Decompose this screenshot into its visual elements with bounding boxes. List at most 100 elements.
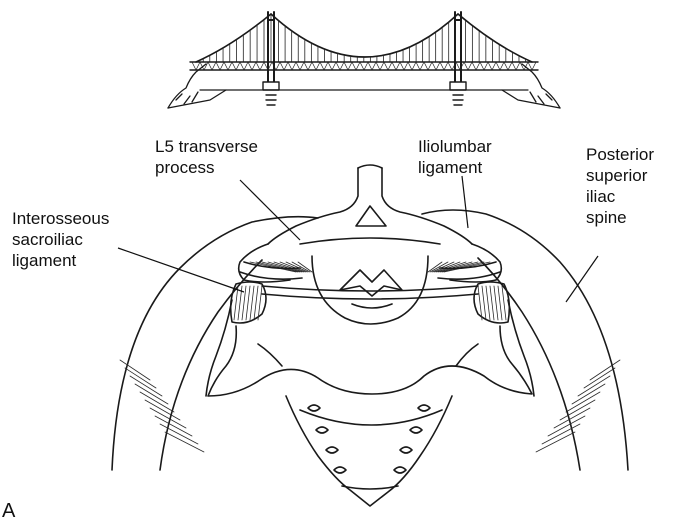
ink-stroke: [520, 62, 524, 70]
ink-stroke: [312, 62, 316, 70]
ink-stroke: [228, 62, 232, 70]
ink-stroke: [380, 62, 384, 70]
label-l5-transverse-process: L5 transverse process: [155, 136, 258, 178]
ink-stroke: [155, 416, 192, 436]
ink-stroke: [566, 392, 600, 412]
ink-stroke: [254, 286, 258, 320]
ink-stroke: [384, 62, 388, 70]
label-interosseous-sacroiliac-ligament: Interosseous sacroiliac ligament: [12, 208, 109, 271]
ink-stroke: [388, 62, 392, 70]
ink-stroke: [396, 62, 400, 70]
ink-stroke: [428, 62, 432, 70]
ink-stroke: [436, 62, 440, 70]
ink-stroke: [480, 62, 484, 70]
ink-stroke: [250, 286, 254, 320]
ink-stroke: [482, 286, 486, 320]
ink-stroke: [216, 62, 220, 70]
ink-stroke: [220, 62, 224, 70]
left-ilium-outline: [112, 217, 318, 470]
ink-stroke: [502, 286, 506, 320]
bridge-pier-right: [450, 82, 466, 105]
ink-stroke: [348, 62, 352, 70]
l5-vertebra: [268, 165, 472, 324]
ink-stroke: [260, 62, 264, 70]
ink-stroke: [130, 376, 162, 396]
ink-stroke: [296, 62, 300, 70]
ink-stroke: [324, 62, 328, 70]
ink-stroke: [572, 384, 605, 404]
ink-stroke: [420, 62, 424, 70]
ink-stroke: [192, 62, 196, 70]
ink-stroke: [248, 62, 252, 70]
ink-stroke: [304, 62, 308, 70]
leader-iliolumbar-ligament: [462, 176, 468, 228]
ink-stroke: [320, 62, 324, 70]
right-sacroiliac-joint: [508, 300, 534, 396]
ink-stroke: [212, 62, 216, 70]
ink-stroke: [292, 62, 296, 70]
suspension-bridge-illustration: [168, 12, 560, 108]
ink-stroke: [578, 376, 610, 396]
label-posterior-superior-iliac-spine: Posterior superior iliac spine: [586, 144, 654, 228]
ink-stroke: [360, 62, 364, 70]
left-ilium-inner-contour: [160, 260, 262, 470]
right-ilium-inner-contour: [478, 258, 580, 470]
ink-stroke: [125, 368, 156, 388]
ink-stroke: [240, 62, 244, 70]
ink-stroke: [288, 62, 292, 70]
ink-stroke: [165, 432, 204, 452]
ink-stroke: [404, 62, 408, 70]
pelvis-posterior-view-illustration: [112, 165, 628, 506]
ink-stroke: [504, 62, 508, 70]
ink-stroke: [456, 62, 460, 70]
ink-stroke: [536, 432, 575, 452]
ink-stroke: [498, 286, 502, 320]
ink-stroke: [554, 408, 590, 428]
ink-stroke: [412, 62, 416, 70]
ink-stroke: [490, 286, 494, 320]
transverse-ligament-band: [262, 286, 478, 299]
panel-letter: A: [2, 500, 15, 523]
ink-stroke: [232, 62, 236, 70]
ink-stroke: [448, 62, 452, 70]
ink-stroke: [246, 286, 250, 320]
right-ilium-outline: [422, 210, 628, 470]
ink-stroke: [392, 62, 396, 70]
bridge-hangers: [203, 14, 532, 62]
bridge-tower-right: [455, 12, 461, 82]
ink-stroke: [236, 62, 240, 70]
leader-posterior-superior-iliac-spine: [566, 256, 598, 302]
ink-stroke: [364, 62, 368, 70]
ink-stroke: [352, 62, 356, 70]
ink-stroke: [408, 62, 412, 70]
ink-stroke: [512, 62, 516, 70]
label-iliolumbar-ligament: Iliolumbar ligament: [418, 136, 492, 178]
ink-stroke: [372, 62, 376, 70]
ink-stroke: [464, 62, 468, 70]
ink-stroke: [432, 62, 436, 70]
sacrum: [208, 326, 532, 506]
left-sacroiliac-joint: [206, 300, 232, 396]
ink-stroke: [494, 286, 498, 320]
ink-stroke: [496, 62, 500, 70]
ink-stroke: [252, 62, 256, 70]
ink-stroke: [208, 62, 212, 70]
ink-stroke: [476, 62, 480, 70]
bridge-deck-truss: [192, 62, 536, 70]
ink-stroke: [344, 62, 348, 70]
ink-stroke: [492, 62, 496, 70]
ink-stroke: [416, 62, 420, 70]
ink-stroke: [440, 62, 444, 70]
ink-stroke: [508, 62, 512, 70]
ink-stroke: [256, 62, 260, 70]
ink-stroke: [328, 62, 332, 70]
ink-stroke: [308, 62, 312, 70]
leader-interosseous-sacroiliac-ligament: [118, 248, 244, 292]
ink-stroke: [276, 62, 280, 70]
ink-stroke: [244, 62, 248, 70]
ink-stroke: [204, 62, 208, 70]
ink-stroke: [488, 62, 492, 70]
ink-stroke: [340, 62, 344, 70]
ink-stroke: [224, 62, 228, 70]
